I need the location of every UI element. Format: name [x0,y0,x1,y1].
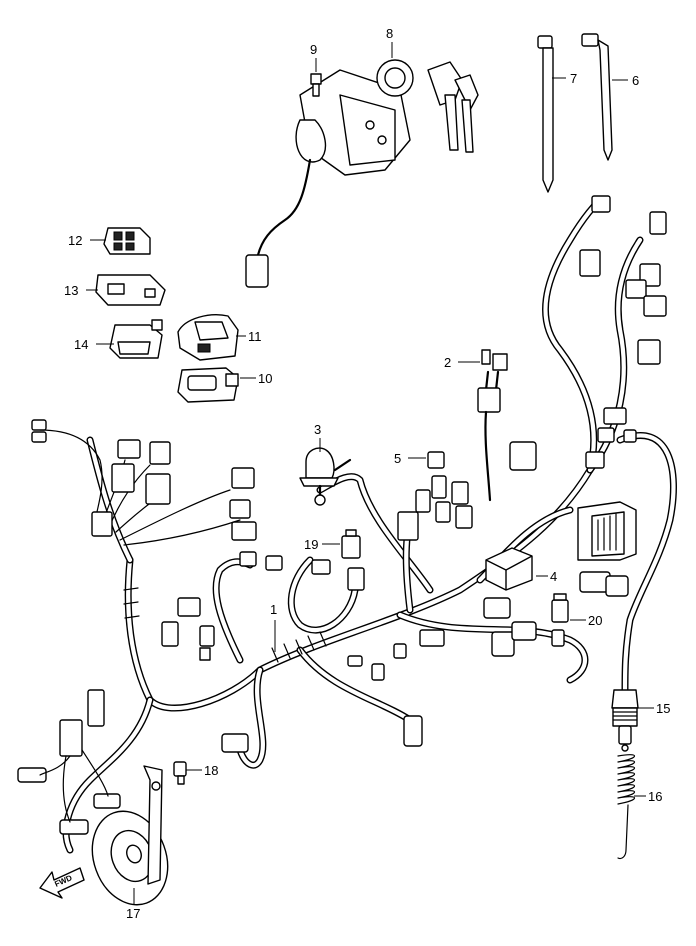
connector-part-19 [341,529,361,559]
cable-tie-part-7 [537,35,554,193]
callout-9: 9 [310,42,317,57]
sensor-part-15 [611,689,639,752]
callout-10: 10 [258,371,272,386]
callout-5: 5 [394,451,401,466]
callout-6: 6 [632,73,639,88]
callout-14: 14 [74,337,88,352]
switch-part-10 [177,367,239,403]
callout-11: 11 [248,329,262,344]
callout-3: 3 [314,422,321,437]
callout-15: 15 [656,701,670,716]
switch-part-14 [109,319,163,359]
leader-lines [86,42,654,904]
callout-20: 20 [588,613,602,628]
fwd-arrow: FWD [39,867,85,899]
callout-4: 4 [550,569,557,584]
callout-12: 12 [68,233,82,248]
switch-part-12 [103,227,151,255]
callout-1: 1 [270,602,277,617]
callout-8: 8 [386,26,393,41]
fuse-holder-part-2 [477,349,508,502]
callout-17: 17 [126,906,140,921]
relay-part-5 [427,451,445,469]
screw-part-9 [310,73,322,97]
callout-18: 18 [204,763,218,778]
bolt-part-18 [173,761,187,785]
cover-part-4 [485,547,533,591]
callout-16: 16 [648,789,662,804]
callout-labels: 1 2 3 4 5 6 7 8 9 10 11 12 13 14 15 16 1… [64,26,670,921]
cable-tie-part-6 [581,33,613,161]
horn-part-17 [91,765,169,906]
spring-part-16 [617,754,636,860]
switch-part-11 [177,314,239,361]
callout-13: 13 [64,283,78,298]
connector-part-20 [551,593,569,623]
ground-cap-part-3 [299,447,352,506]
harness-connectors [17,195,667,835]
callout-2: 2 [444,355,451,370]
callout-7: 7 [570,71,577,86]
ignition-switch-assembly [245,59,479,288]
switch-part-13 [95,274,166,306]
callout-19: 19 [304,537,318,552]
